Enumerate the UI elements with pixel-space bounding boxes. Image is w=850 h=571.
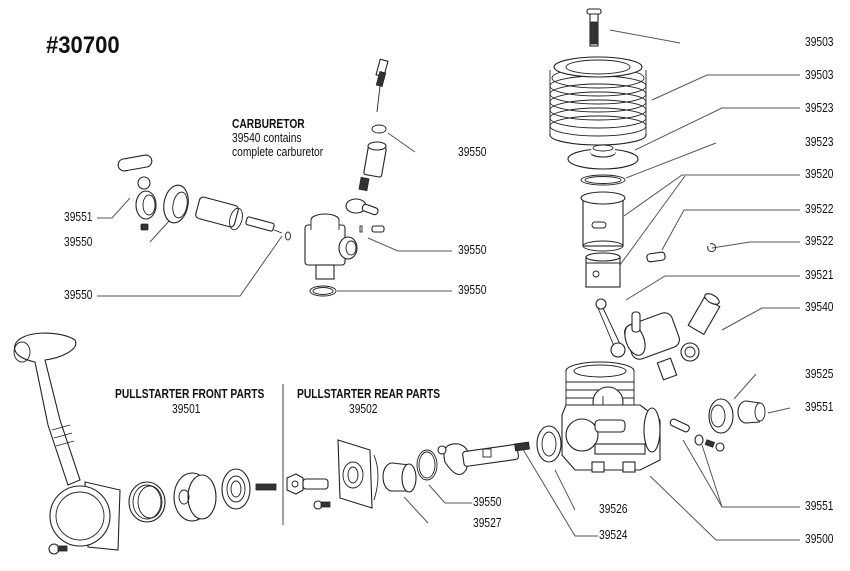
carburetor-assembled bbox=[624, 293, 721, 381]
part-label-crankshaft: 39524 bbox=[599, 528, 628, 542]
part-label-crankcase: 39500 bbox=[805, 532, 834, 546]
carb-bearing bbox=[163, 184, 189, 224]
part-label-rear-nut: 39527 bbox=[473, 516, 502, 530]
piston bbox=[585, 252, 621, 288]
rear-nut bbox=[382, 462, 417, 493]
part-label-conrod: 39521 bbox=[805, 268, 834, 282]
part-label-bottom-oring: 39550 bbox=[458, 283, 487, 297]
carb-bottom-oring bbox=[309, 285, 337, 297]
part-label-needle-oring: 39550 bbox=[458, 145, 487, 159]
throttle-sleeve bbox=[195, 196, 243, 231]
part-label-carburetor: 39540 bbox=[805, 300, 834, 314]
recoil-spring bbox=[128, 481, 166, 523]
part-label-sleeve-piston: 39520 bbox=[805, 167, 834, 181]
crankshaft bbox=[437, 441, 530, 476]
part-label-pin-washer: 39551 bbox=[805, 499, 834, 513]
pullstarter-housing bbox=[49, 481, 121, 551]
part-label-front-bearing: 39526 bbox=[599, 502, 628, 516]
fuel-nipple bbox=[345, 198, 379, 216]
part-label-plug-insert: 39523 bbox=[805, 101, 834, 115]
part-label-rear-bearing: 39525 bbox=[805, 367, 834, 381]
rear-screw bbox=[313, 500, 331, 510]
carb-swivel bbox=[117, 154, 157, 231]
part-label-carb-bearing: 39550 bbox=[64, 235, 93, 249]
pullstarter-front-part: 39501 bbox=[172, 402, 201, 416]
part-label-wrist-pin: 39522 bbox=[805, 202, 834, 216]
pullstarter-rear-part: 39502 bbox=[349, 402, 378, 416]
spray-bar bbox=[245, 216, 283, 234]
part-label-side-oring: 39550 bbox=[458, 243, 487, 257]
pullstarter-handle bbox=[13, 332, 81, 486]
spiral-spring-cup bbox=[221, 468, 251, 510]
cylinder-head-screw bbox=[586, 8, 602, 47]
idle-screw bbox=[359, 225, 385, 233]
needle-valve-top bbox=[375, 58, 389, 113]
needle-oring bbox=[371, 124, 387, 134]
part-label-swivel: 39551 bbox=[64, 210, 93, 224]
part-label-cooling-head: 39503 bbox=[805, 68, 834, 82]
part-label-pin-clip: 39522 bbox=[805, 234, 834, 248]
part-label-spray-oring: 39550 bbox=[64, 288, 93, 302]
carburetor-note-line1: 39540 contains bbox=[232, 131, 302, 145]
front-bearing bbox=[536, 425, 562, 463]
hex-shaft bbox=[286, 473, 329, 495]
carb-side-oring bbox=[285, 231, 291, 241]
rear-bushing bbox=[737, 400, 766, 424]
carb-body bbox=[304, 213, 358, 280]
head-gasket bbox=[580, 174, 626, 186]
connecting-rod bbox=[595, 298, 626, 358]
backplate bbox=[337, 439, 379, 509]
wrist-pin bbox=[646, 251, 666, 263]
part-label-rear-bushing: 39551 bbox=[805, 400, 834, 414]
set-screw bbox=[255, 483, 277, 491]
part-label-rear-oring: 39550 bbox=[473, 495, 502, 509]
rear-oring bbox=[416, 449, 438, 481]
rear-bearing bbox=[708, 398, 734, 434]
cylinder-sleeve bbox=[580, 191, 626, 252]
leader-lines bbox=[97, 29, 800, 541]
carburetor-heading: CARBURETOR bbox=[232, 117, 305, 131]
pullstarter-rear-heading: PULLSTARTER REAR PARTS bbox=[297, 387, 441, 401]
part-label-head-screw: 39503 bbox=[805, 35, 834, 49]
needle-holder bbox=[358, 141, 387, 192]
cooling-head bbox=[549, 56, 647, 146]
glow-plug-insert bbox=[567, 144, 639, 170]
pulley bbox=[173, 472, 217, 522]
diagram-title: #30700 bbox=[46, 32, 120, 59]
crankcase bbox=[561, 361, 661, 473]
pin-clip bbox=[707, 243, 717, 253]
part-label-head-gasket: 39523 bbox=[805, 135, 834, 149]
carburetor-note-line2: complete carburetor bbox=[232, 145, 324, 159]
pin-washer-screw bbox=[669, 418, 725, 452]
pullstarter-front-heading: PULLSTARTER FRONT PARTS bbox=[115, 387, 265, 401]
pullstarter-screw bbox=[48, 543, 68, 555]
